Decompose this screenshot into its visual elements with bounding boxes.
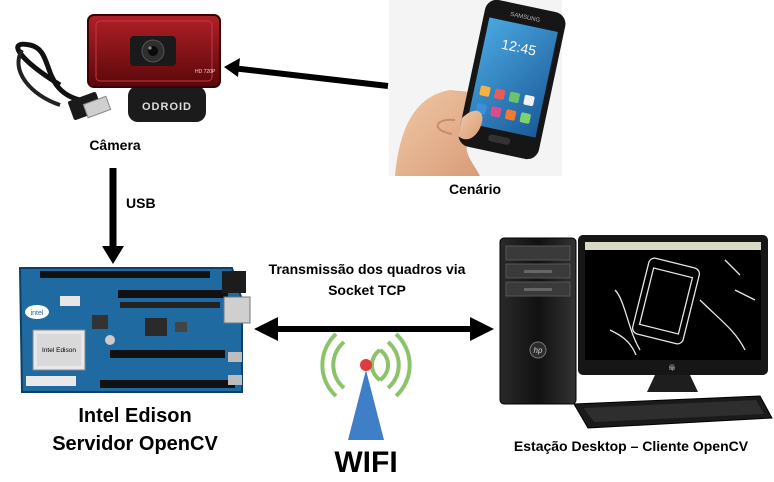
edison-label: Intel Edison Servidor OpenCV — [30, 402, 240, 458]
edison-label-line1: Intel Edison — [78, 405, 192, 427]
arrowhead-camera — [224, 58, 240, 77]
transmission-label: Transmissão dos quadros via Socket TCP — [250, 259, 484, 301]
desktop-image: hp hp — [499, 235, 773, 429]
edison-board-image: Intel Edison intel — [18, 267, 251, 393]
arrowhead-usb — [102, 246, 124, 264]
transmission-label-line2: Socket TCP — [328, 282, 406, 298]
camera-image: ODROID HD 720P — [15, 14, 221, 122]
transmission-label-line1: Transmissão dos quadros via — [268, 261, 466, 277]
arrowhead-desktop — [470, 317, 494, 341]
usb-label: USB — [126, 195, 156, 211]
monitor-logo-text: hp — [669, 366, 675, 372]
tower-logo-text: hp — [534, 346, 543, 355]
edison-label-line2: Servidor OpenCV — [52, 433, 218, 455]
arrowhead-edison — [254, 317, 278, 341]
camera-label: Câmera — [89, 137, 141, 153]
scenario-label: Cenário — [448, 181, 502, 197]
camera-brand-text: ODROID — [142, 101, 192, 113]
svg-text:12:45: 12:45 — [500, 36, 538, 59]
edison-logo-text: intel — [31, 310, 44, 317]
edison-chip-text: Intel Edison — [42, 347, 76, 354]
camera-model-text: HD 720P — [195, 69, 216, 75]
wifi-label: WIFI — [334, 446, 398, 479]
arrow-scenario-to-camera — [231, 65, 389, 89]
desktop-label: Estação Desktop – Cliente OpenCV — [513, 438, 749, 454]
wifi-icon — [320, 332, 412, 440]
scenario-image: SAMSUNG 12:45 — [389, 0, 566, 176]
